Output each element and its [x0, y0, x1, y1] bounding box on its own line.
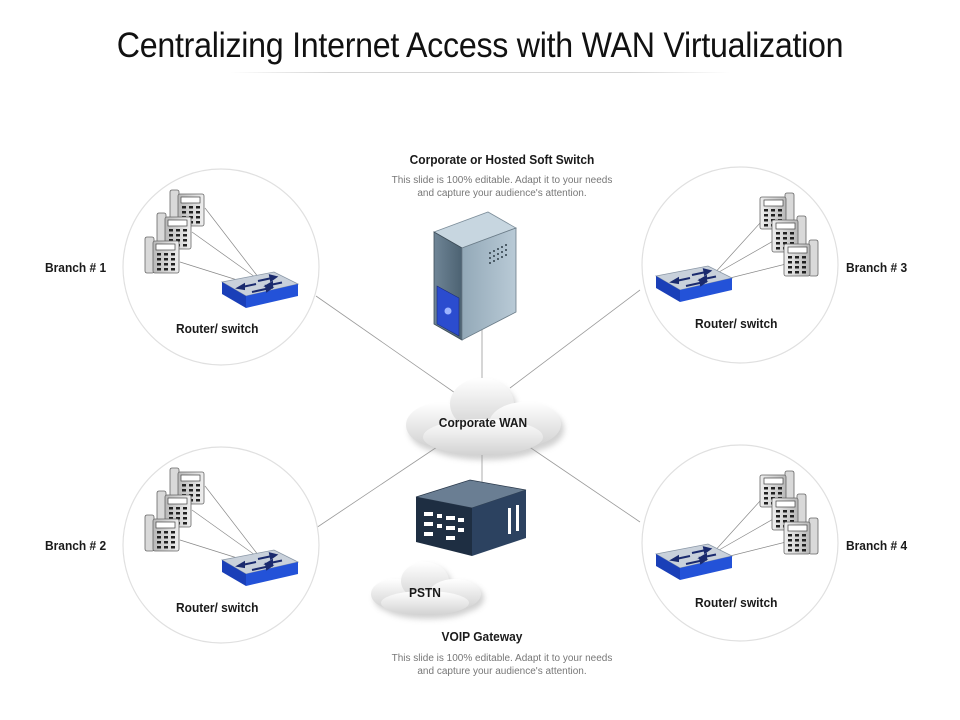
- branch-3-equipment: [655, 192, 819, 303]
- connection-lines: [315, 289, 641, 529]
- voip-gateway-label: VOIP Gateway: [441, 629, 523, 644]
- branch-4-equipment: [655, 470, 819, 581]
- branch-3-router-label: Router/ switch: [695, 316, 778, 331]
- branch-3-label: Branch # 3: [846, 260, 908, 275]
- title-divider: [230, 72, 730, 73]
- pstn-label: PSTN: [409, 585, 441, 600]
- page-title: Centralizing Internet Access with WAN Vi…: [116, 26, 844, 65]
- branch-1-label: Branch # 1: [45, 260, 107, 275]
- branch-2-router-label: Router/ switch: [176, 600, 259, 615]
- branch-4-router-label: Router/ switch: [695, 595, 778, 610]
- voip-gateway-icon: [415, 479, 527, 556]
- pstn-cloud-icon: [371, 562, 484, 619]
- branch-1-equipment: [144, 189, 299, 309]
- branch-4-label: Branch # 4: [846, 538, 908, 553]
- corporate-wan-cloud-icon: [406, 378, 564, 460]
- corporate-wan-label: Corporate WAN: [438, 415, 528, 430]
- branch-2-equipment: [144, 467, 299, 587]
- voip-gateway-description: This slide is 100% editable. Adapt it to…: [391, 653, 613, 677]
- server-tower-icon: [433, 211, 517, 341]
- branch-2-label: Branch # 2: [45, 538, 107, 553]
- branch-1-router-label: Router/ switch: [176, 321, 259, 336]
- soft-switch-description: This slide is 100% editable. Adapt it to…: [391, 175, 613, 199]
- soft-switch-label: Corporate or Hosted Soft Switch: [409, 152, 595, 167]
